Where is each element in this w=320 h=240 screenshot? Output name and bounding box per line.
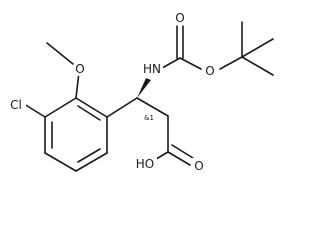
amine-nh-label: HN (143, 62, 161, 76)
carbamate-carbonyl-oxygen-label: O (175, 11, 184, 25)
ring-bond (75, 97, 108, 118)
chlorine-label: Cl (10, 98, 22, 112)
c-o-methoxy-bond (75, 71, 80, 99)
benzene-ring (44, 97, 108, 172)
ester-oxygen-label: O (205, 64, 214, 78)
acid-c-o-double-bond (167, 151, 191, 166)
tbu-methyl-bond (241, 38, 274, 58)
stereo-descriptor-label: &1 (144, 114, 154, 122)
stereocenter-ch2-bond (136, 97, 169, 117)
ring-double-bond (77, 148, 101, 163)
molecule-structure: Cl O HN O O HO O &1 (10, 11, 274, 173)
cl-bond (23, 103, 46, 118)
ring-stereocenter-bond (106, 97, 138, 118)
methoxy-oxygen-label: O (75, 62, 84, 76)
acid-c-o-double-bond (171, 144, 194, 159)
acid-carbonyl-oxygen-label: O (194, 159, 203, 173)
stereo-wedge-bond (137, 78, 151, 98)
carbamate-c-o-ester-bond (179, 57, 202, 70)
acid-hydroxyl-label: HO (136, 157, 154, 171)
o-ch3-bond (46, 42, 74, 65)
ring-bond (44, 97, 77, 118)
tbu-methyl-bond (241, 56, 274, 76)
ring-bond (44, 152, 77, 172)
ring-double-bond (77, 105, 101, 121)
ring-bond (75, 152, 108, 172)
o-tbu-bond (219, 56, 243, 70)
